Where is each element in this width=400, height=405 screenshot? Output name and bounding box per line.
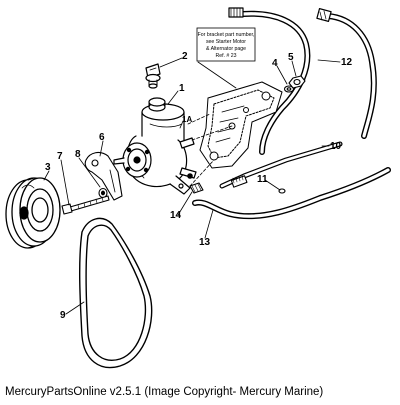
washer-4 bbox=[283, 85, 295, 93]
callout-13: 13 bbox=[199, 237, 211, 248]
callout-3: 3 bbox=[45, 162, 51, 173]
callout-11: 11 bbox=[257, 174, 268, 185]
note-line-1: For bracket part number, bbox=[198, 32, 255, 38]
callout-12: 12 bbox=[341, 57, 353, 68]
power-steering-pump bbox=[113, 97, 197, 195]
hose-assembly-10 bbox=[219, 141, 343, 189]
callout-7: 7 bbox=[57, 151, 63, 162]
callout-6: 6 bbox=[99, 132, 105, 143]
callout-10: 10 bbox=[330, 141, 342, 152]
note-line-2: see Starter Motor bbox=[206, 39, 246, 45]
drive-belt bbox=[79, 217, 153, 369]
callout-1: 1 bbox=[179, 83, 185, 94]
adjusting-bracket bbox=[84, 151, 123, 201]
note-line-4: Ref. # 23 bbox=[215, 53, 236, 59]
filler-cap bbox=[145, 63, 161, 89]
note-line-3: & Alternator page bbox=[206, 46, 246, 52]
callout-9: 9 bbox=[60, 310, 66, 321]
alignment-lines bbox=[187, 113, 233, 187]
pressure-hose-upper bbox=[228, 7, 377, 155]
copyright-caption: MercuryPartsOnline v2.5.1 (Image Copyrig… bbox=[5, 386, 324, 398]
return-hose-13 bbox=[192, 167, 391, 220]
callout-2: 2 bbox=[182, 51, 188, 62]
o-ring-11 bbox=[278, 188, 286, 194]
fitting-14 bbox=[189, 182, 204, 194]
callout-14: 14 bbox=[170, 210, 182, 221]
callout-8: 8 bbox=[75, 149, 81, 160]
bolt-7 bbox=[61, 195, 110, 215]
callout-5: 5 bbox=[288, 52, 294, 63]
callout-labels: 1 1A 2 3 4 5 6 7 8 9 10 11 12 13 14 bbox=[45, 51, 353, 321]
callout-4: 4 bbox=[272, 58, 278, 69]
pulley bbox=[5, 177, 61, 249]
callout-1a: 1A bbox=[182, 115, 192, 124]
mounting-bracket bbox=[199, 81, 283, 169]
bracket-reference-note: For bracket part number, see Starter Mot… bbox=[196, 27, 256, 62]
leader-lines bbox=[43, 57, 341, 315]
nut-5 bbox=[288, 75, 306, 89]
